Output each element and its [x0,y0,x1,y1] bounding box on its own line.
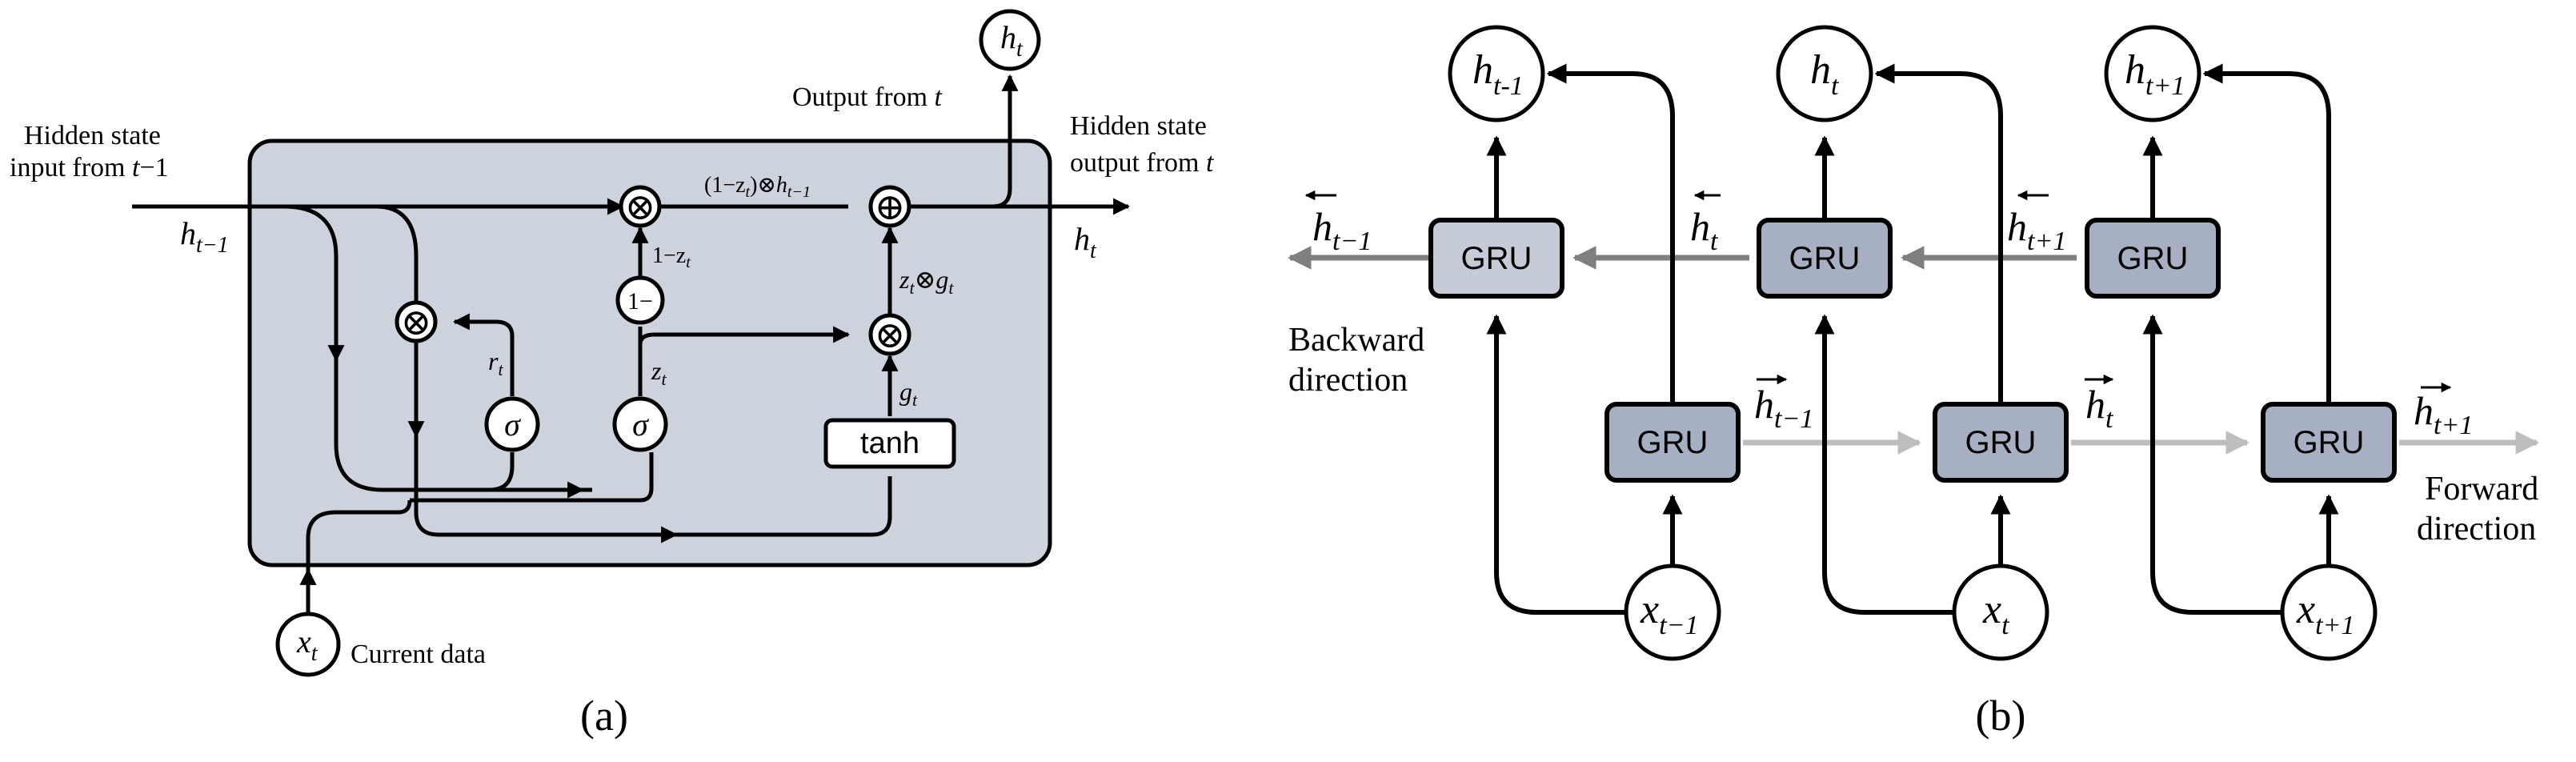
multiply-node-update [868,313,911,356]
gru-backward-3 [2085,218,2221,299]
caption-a: (a) [580,692,628,740]
r-sigma-feed [489,452,515,492]
output-node-1-label: ht-1 [1472,47,1524,101]
h-out-label: ht [1074,221,1097,263]
svg-text:ht+1: ht+1 [2007,204,2066,256]
multiply-node-top [619,185,662,228]
output-label-line2: output from t [1070,148,1215,178]
output-from-t-label: Output from t [792,82,943,112]
backward-state-2: ht [1690,190,1721,256]
output-node-2-label: ht [1810,47,1840,101]
fwd-out-3 [2202,63,2331,404]
multiply-symbol-update: ⊗ [875,315,906,355]
x-input-to-z [410,452,654,503]
gru-backward-2-label: GRU [1789,241,1861,276]
gru-backward-3-label: GRU [2117,241,2189,276]
gru-forward-2 [1933,402,2069,483]
one-minus-z-label: 1−zt [652,243,691,271]
input-node-1-label: xt−1 [1640,587,1698,640]
sigma-label-reset: σ [504,407,521,443]
fwd-out-2 [1874,63,2003,404]
g-t-label: gt [899,377,918,410]
multiply-symbol-top: ⊗ [625,186,656,227]
h-top-label: ht [1000,19,1024,62]
gru-forward-1 [1604,402,1741,483]
backward-direction-line2: direction [1288,362,1408,399]
input-label-line1: Hidden state [24,121,161,150]
h-top-node [979,9,1041,71]
output-up-line [992,74,1019,209]
panel-a: ⊗ ⊕ ⊗ ⊗ 1− σ σ tanh ht xt Hidden state i… [10,9,1215,740]
current-data-label: Current data [351,640,486,669]
panel-b: GRU GRU GRU GRU GRU GRU ht-1 ht ht+1 xt−… [1288,25,2539,740]
forward-direction-line2: direction [2417,511,2536,547]
backward-state-3: ht+1 [2007,190,2066,256]
output-node-3-label: ht+1 [2125,47,2185,101]
forward-state-1: ht−1 [1754,374,1813,434]
tanh-box [823,418,956,469]
input-label-line2: input from t−1 [10,153,169,182]
multiply-symbol-reset: ⊗ [401,302,432,343]
in-to-bwd-2 [1814,314,1957,615]
multiply-node-reset [395,300,438,343]
plus-node [868,185,911,228]
gru-forward-2-label: GRU [1965,425,2037,460]
r-t-label: rt [488,347,503,379]
branch-to-reset-mult [283,204,345,363]
caption-b: (b) [1976,692,2026,740]
z-branch-to-mult [638,326,851,345]
tanh-label: tanh [860,427,919,460]
h-prev-label: ht−1 [180,215,229,258]
in-to-bwd-3 [2142,314,2286,615]
plus-symbol: ⊕ [875,186,906,227]
one-minus-label: 1− [627,288,653,315]
sigma-label-update: σ [632,407,649,443]
input-node-1 [1624,563,1721,661]
svg-text:ht: ht [2085,382,2114,434]
output-label-line1: Hidden state [1070,111,1207,141]
backward-direction-line1: Backward [1288,322,1424,359]
input-node-3 [2280,563,2378,661]
branch-down-2 [375,204,419,303]
gru-backward-1-label: GRU [1461,241,1532,276]
gru-forward-3-label: GRU [2294,425,2365,460]
sigma-node-reset [484,396,540,452]
z-t-label: zt [651,356,667,389]
fwd-out-1 [1546,63,1675,404]
output-node-1 [1448,25,1545,122]
backward-state-1: ht−1 [1304,190,1372,256]
x-input-node [275,612,341,677]
svg-text:ht−1: ht−1 [1312,204,1372,256]
svg-text:ht: ht [1690,204,1719,256]
gru-backward-2 [1757,218,1893,299]
input-node-3-label: xt+1 [2296,587,2354,640]
input-node-2 [1952,563,2049,661]
forward-direction-line1: Forward [2425,471,2538,507]
svg-text:ht−1: ht−1 [1754,382,1813,434]
in-to-bwd-1 [1486,314,1629,615]
gru-forward-1-label: GRU [1637,425,1709,460]
gru-forward-3 [2261,402,2397,483]
input-node-2-label: xt [1982,587,2010,640]
x-input-label: xt [296,624,318,666]
gru-backward-1 [1428,218,1564,299]
output-node-2 [1776,25,1873,122]
r-sigma-to-mult [452,313,515,396]
term2-label: zt⊗gt [899,265,954,298]
branch-to-reset [334,256,585,499]
term1-label: (1−zt)⊗ht−1 [704,173,811,201]
one-minus-node [615,275,665,325]
svg-text:ht+1: ht+1 [2414,388,2473,440]
x-input-line [306,499,412,612]
output-node-3 [2104,25,2201,122]
forward-state-2: ht [2085,374,2114,434]
sigma-node-update [612,396,668,452]
forward-state-3: ht+1 [2414,382,2473,440]
